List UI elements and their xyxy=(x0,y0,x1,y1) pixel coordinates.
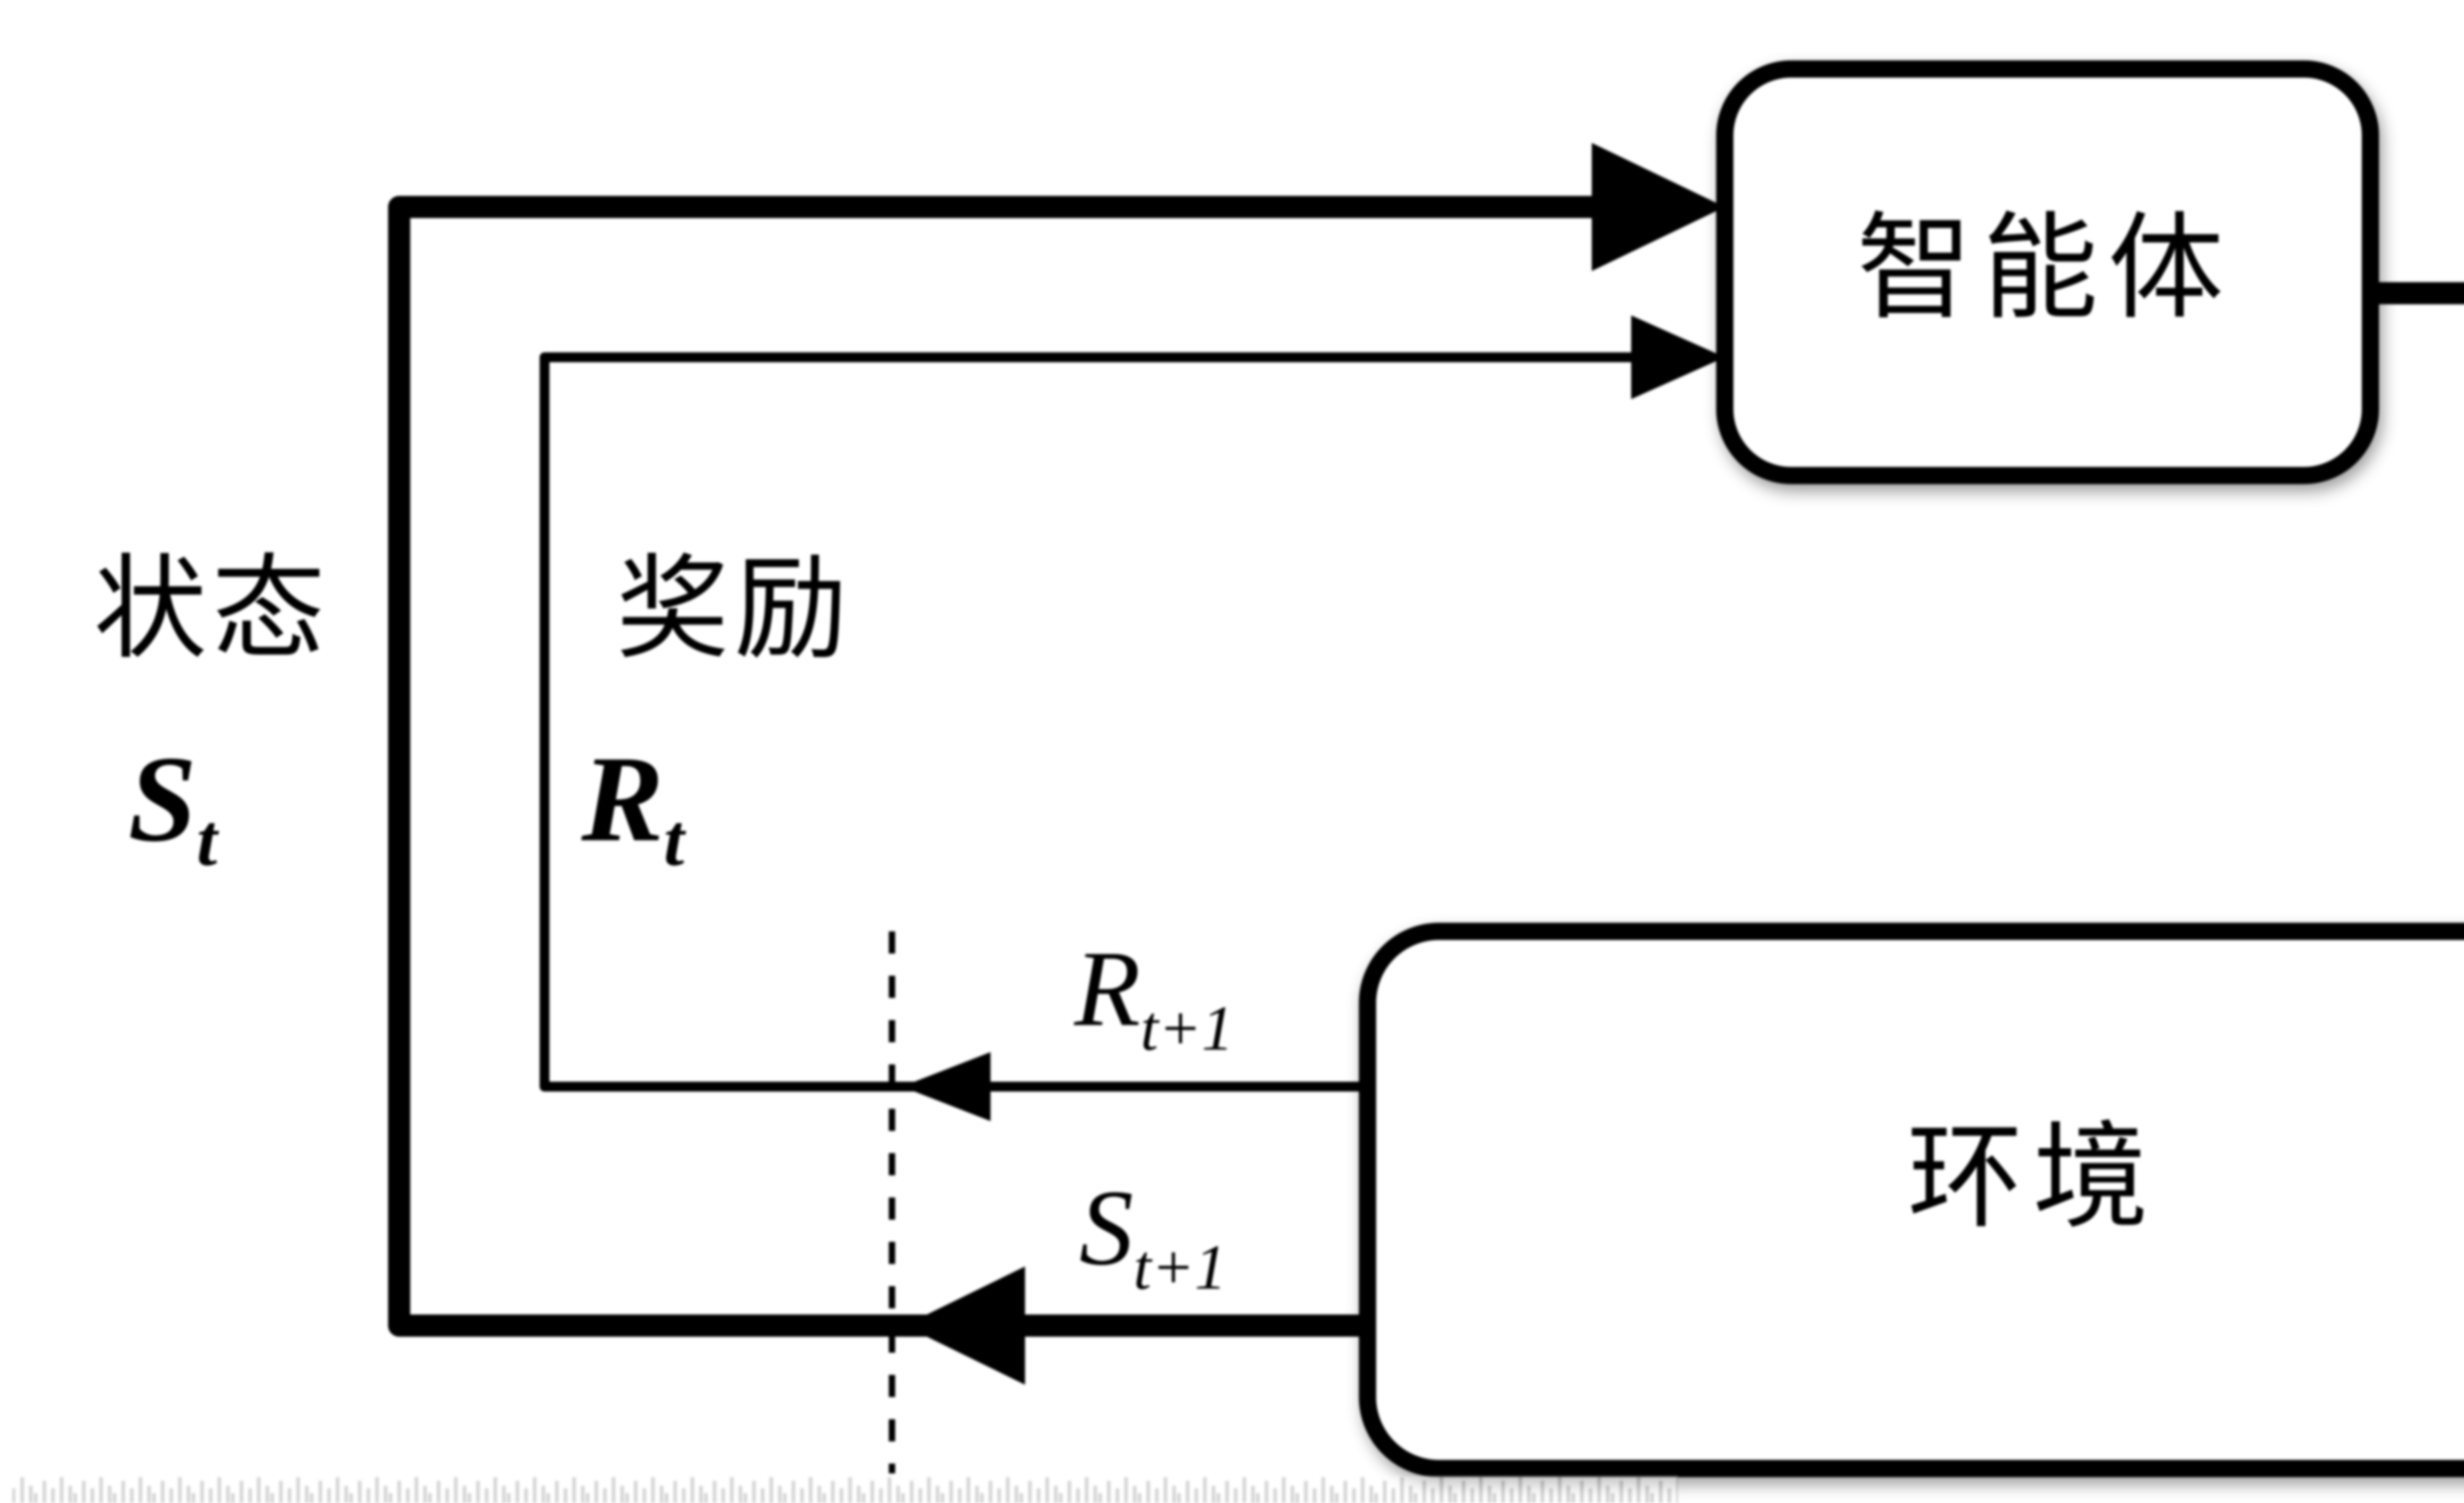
next-state-arrowhead xyxy=(904,1266,1025,1385)
clipped-caption-fragment xyxy=(12,1476,1678,1503)
reward-symbol-subscript: t xyxy=(664,799,686,881)
reward-symbol-letter: R xyxy=(581,731,664,867)
state-symbol-subscript: t xyxy=(197,799,219,881)
reward-caption: 奖励 xyxy=(616,547,853,673)
agent-box-label: 智能体 xyxy=(1857,205,2234,333)
state-symbol: St xyxy=(128,731,219,881)
reward-into-agent-arrowhead xyxy=(1631,315,1725,399)
next-reward-arrowhead xyxy=(902,1052,991,1121)
reward-symbol: Rt xyxy=(581,731,686,881)
state-caption: 状态 xyxy=(94,547,330,673)
state-symbol-letter: S xyxy=(128,731,197,867)
next-reward-subscript: t+1 xyxy=(1140,993,1233,1064)
state-loop-line xyxy=(388,196,1597,1337)
agent-box xyxy=(1716,60,2379,484)
next-reward-letter: R xyxy=(1073,928,1140,1049)
next-state-letter: S xyxy=(1079,1167,1133,1288)
environment-box xyxy=(1359,922,2464,1477)
state-into-agent-arrowhead xyxy=(1592,143,1725,271)
environment-box-label: 环境 xyxy=(1907,1114,2158,1242)
next-state-subscript: t+1 xyxy=(1133,1232,1227,1303)
next-reward-symbol: Rt+1 xyxy=(1073,928,1233,1064)
next-state-symbol: St+1 xyxy=(1079,1167,1227,1303)
